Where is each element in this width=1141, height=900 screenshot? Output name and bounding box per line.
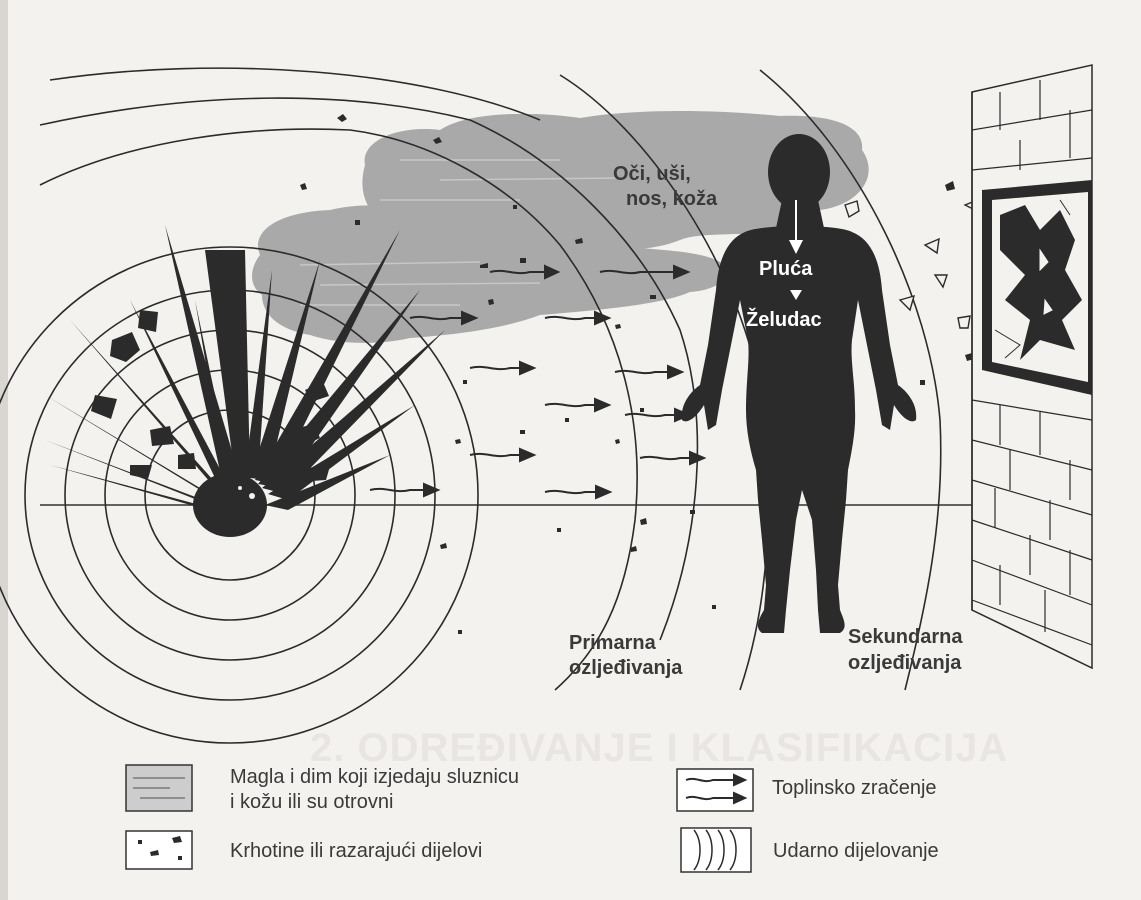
heat-arrow xyxy=(545,312,609,324)
shattered-window-icon xyxy=(982,180,1092,395)
legend-fog-text-line2: i kožu ili su otrovni xyxy=(230,791,393,814)
heat-arrow xyxy=(545,399,609,411)
legend-fog-text-line1: Magla i dim koji izjedaju sluznicu xyxy=(230,766,519,789)
scan-edge xyxy=(0,0,8,900)
heat-arrow xyxy=(625,409,689,421)
legend-heat-text: Toplinsko zračenje xyxy=(772,777,937,800)
secondary-injury-label-line2: ozljeđivanja xyxy=(848,652,961,675)
stomach-label: Želudac xyxy=(746,309,822,332)
heat-arrow xyxy=(640,452,704,464)
heat-arrow xyxy=(470,362,534,374)
primary-injury-label-line1: Primarna xyxy=(569,632,656,655)
legend-shock-swatch xyxy=(681,828,751,872)
heat-arrow xyxy=(615,366,682,378)
legend-shock-text: Udarno dijelovanje xyxy=(773,840,939,863)
legend-heat-swatch xyxy=(677,769,753,811)
primary-injury-label-line2: ozljeđivanja xyxy=(569,657,682,680)
legend-fog-swatch xyxy=(126,765,192,811)
heat-arrow xyxy=(545,486,610,498)
lungs-label: Pluća xyxy=(759,258,812,281)
legend-debris-text: Krhotine ili razarajući dijelovi xyxy=(230,840,482,863)
heat-arrow xyxy=(470,449,534,461)
secondary-injury-label-line1: Sekundarna xyxy=(848,626,962,649)
heat-arrow xyxy=(370,484,438,496)
exposure-label-line2: nos, koža xyxy=(626,188,717,211)
legend-debris-swatch xyxy=(126,831,192,869)
exposure-label-line1: Oči, uši, xyxy=(613,163,691,186)
